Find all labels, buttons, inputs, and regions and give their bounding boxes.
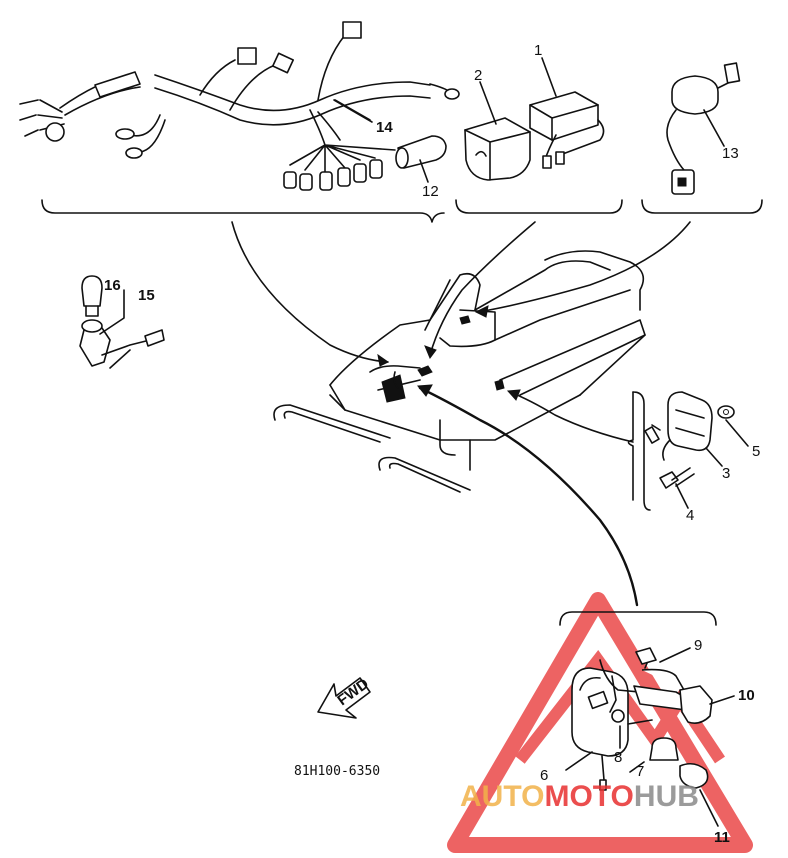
part-number-12: 12 [422,183,439,200]
wire-harness [19,21,460,191]
part-number-6: 6 [540,767,548,784]
part-number-leaders [99,57,749,827]
watermark-hub: HUB [634,780,699,813]
part-number-13: 13 [722,145,739,162]
headlight-bulb [79,275,165,369]
watermark-text: AUTOMOTOHUB [460,780,699,813]
part-number-4: 4 [686,507,694,524]
part-number-7: 7 [636,763,644,780]
group-brackets [41,199,763,626]
main-switch [666,62,741,195]
part-number-5: 5 [752,443,760,460]
fwd-arrow: FWD [317,675,372,719]
part-number-9: 9 [694,637,702,654]
leader-lines [231,221,691,607]
voltage-regulator [644,391,735,489]
ignition-coil-group [571,647,713,791]
svg-text:AUTOMOTOHUB: AUTOMOTOHUB [460,780,699,813]
snowmobile-body [273,250,646,493]
watermark-auto: AUTO [460,780,544,813]
part-number-8: 8 [614,749,622,766]
part-numbers: 1 2 3 4 5 6 7 8 9 10 11 12 13 14 15 16 [104,42,760,846]
part-number-11: 11 [714,829,730,846]
part-number-2: 2 [474,67,482,84]
cdi-cover [464,117,531,181]
part-number-1: 1 [534,42,542,59]
part-number-14: 14 [376,119,393,136]
part-number-16: 16 [104,277,121,294]
drawing-code: 81H100-6350 [294,764,380,779]
cdi-unit [529,91,605,169]
part-number-3: 3 [722,465,730,482]
part-number-10: 10 [738,687,755,704]
part-number-15: 15 [138,287,155,304]
watermark-moto: MOTO [544,780,633,813]
